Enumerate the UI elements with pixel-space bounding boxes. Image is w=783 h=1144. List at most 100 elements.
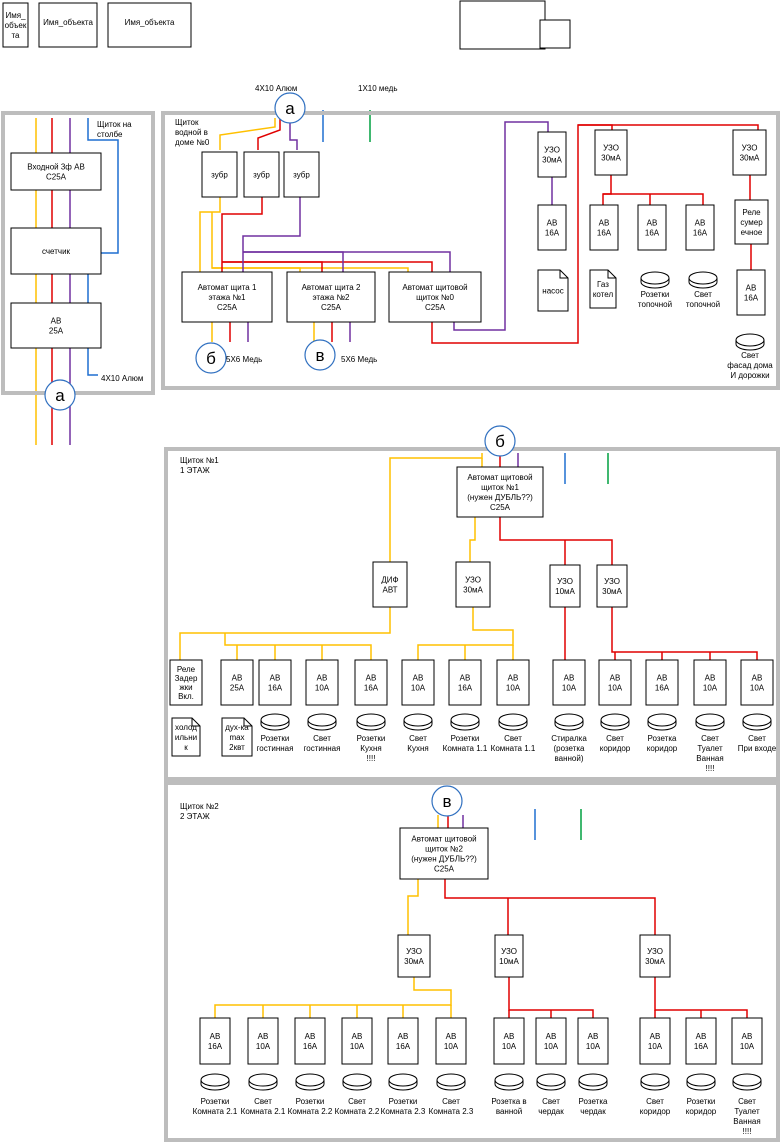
breaker-floor1 bbox=[181, 271, 273, 323]
floor2-breaker-11 bbox=[685, 1017, 717, 1065]
floor1-breaker-11 bbox=[693, 659, 727, 706]
marker-a-top-letter: а bbox=[285, 99, 295, 118]
floor2-load-icon-7 bbox=[494, 1073, 524, 1087]
floor2-breaker-8 bbox=[535, 1017, 567, 1065]
floor1-breaker-3 bbox=[305, 659, 339, 706]
marker-v-floor2 bbox=[431, 785, 463, 817]
floor1-rcbo bbox=[372, 561, 408, 608]
marker-a-top bbox=[274, 92, 306, 124]
floor1-load-icon-5 bbox=[450, 713, 480, 727]
floor1-load-icon-11 bbox=[742, 713, 772, 727]
floor1-breaker-7 bbox=[496, 659, 530, 706]
marker-v-letter: в bbox=[315, 346, 324, 365]
floor1-load-oven bbox=[221, 717, 253, 757]
marker-b-floor1 bbox=[484, 425, 516, 457]
wire-red bbox=[603, 193, 704, 205]
wire-red bbox=[221, 197, 263, 272]
wire-blue-neutral bbox=[87, 118, 119, 376]
floor1-rcd-30 bbox=[455, 561, 491, 608]
relay-zubr-3-label: зубр bbox=[293, 171, 310, 180]
floor2-load-icon-8 bbox=[536, 1073, 566, 1087]
floor1-delay-relay bbox=[169, 659, 203, 706]
floor2-breaker-4 bbox=[341, 1017, 373, 1065]
wire-yellow bbox=[199, 197, 221, 272]
floor2-load-icon-11 bbox=[686, 1073, 716, 1087]
twilight-relay bbox=[734, 199, 769, 245]
floor1-load-fridge bbox=[171, 717, 201, 757]
floor1-load-icon-7 bbox=[554, 713, 584, 727]
pole-panel-frame bbox=[1, 111, 155, 395]
relay-zubr-1-label: зубр bbox=[211, 171, 228, 180]
rcd-boiler-room bbox=[594, 129, 628, 176]
relay-zubr-1 bbox=[201, 151, 238, 198]
electricity-meter bbox=[10, 227, 102, 275]
cable-label-b: 5Х6 Медь bbox=[226, 355, 262, 364]
load-light-boiler-room-icon bbox=[688, 271, 718, 285]
load-gas-boiler bbox=[589, 269, 617, 309]
floor1-breaker-1 bbox=[220, 659, 254, 706]
house-panel-frame bbox=[161, 111, 780, 390]
input-breaker-3ph bbox=[10, 152, 102, 191]
floor1-main-breaker bbox=[456, 466, 544, 518]
floor2-load-icon-2 bbox=[248, 1073, 278, 1087]
marker-v bbox=[304, 339, 336, 371]
legend-object-large bbox=[107, 2, 192, 48]
marker-a-bottom-letter: а bbox=[55, 386, 65, 405]
floor2-load-icon-6 bbox=[436, 1073, 466, 1087]
floor1-load-icon-8 bbox=[600, 713, 630, 727]
floor1-breaker-5 bbox=[401, 659, 435, 706]
breaker-boiler-16a bbox=[685, 204, 715, 251]
floor1-breaker-10 bbox=[645, 659, 679, 706]
load-pump-label: насос bbox=[542, 287, 563, 296]
floor2-load-icon-5 bbox=[388, 1073, 418, 1087]
legend-object-large-label: Имя_объекта bbox=[125, 18, 175, 27]
floor1-breaker-8 bbox=[552, 659, 586, 706]
rcd-facade bbox=[732, 129, 767, 176]
floor2-rcd-10 bbox=[494, 934, 524, 978]
electricity-meter-label: счетчик bbox=[42, 247, 71, 256]
floor2-load-icon-10 bbox=[640, 1073, 670, 1087]
cable-label-alum: 4Х10 Алюм bbox=[255, 84, 297, 93]
floor2-breaker-12 bbox=[731, 1017, 763, 1065]
floor2-panel-frame bbox=[164, 781, 780, 1142]
wire-yellow bbox=[389, 453, 483, 562]
wire-red bbox=[431, 124, 613, 344]
wire-yellow bbox=[211, 212, 409, 272]
load-facade-light-icon bbox=[735, 333, 765, 347]
